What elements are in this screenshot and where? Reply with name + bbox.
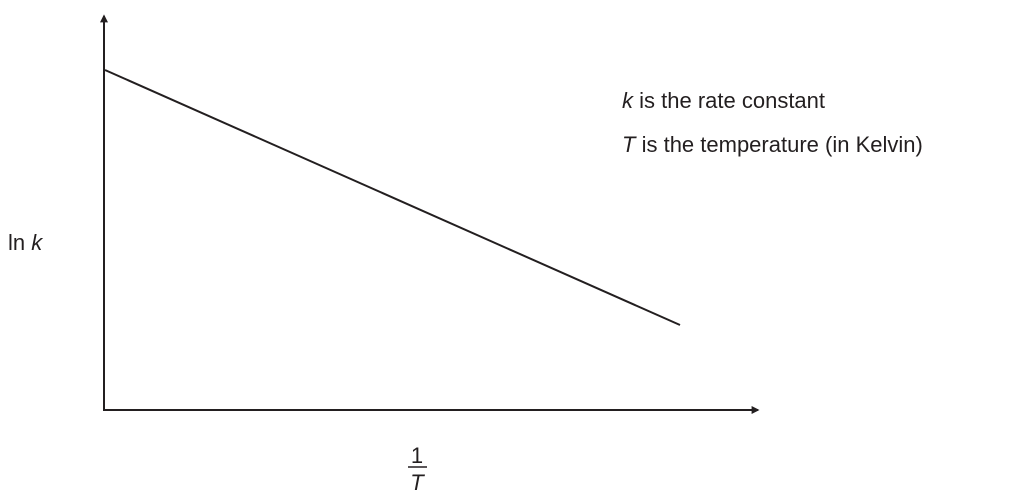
series-layer <box>104 69 681 326</box>
x-axis-label: 1 T <box>408 443 427 495</box>
x-axis-label-numerator: 1 <box>411 443 423 468</box>
series-line-0 <box>104 69 681 326</box>
annotation-rate-constant-text: is the rate constant <box>639 88 825 113</box>
y-axis-label: ln k <box>8 230 43 255</box>
annotation-temperature-text: is the temperature (in Kelvin) <box>642 132 923 157</box>
y-axis-label-prefix: ln <box>8 230 25 255</box>
annotation-temperature-variable: T <box>622 132 637 157</box>
annotation-temperature: T is the temperature (in Kelvin) <box>622 132 923 157</box>
annotation-rate-constant-variable: k <box>622 88 634 113</box>
annotation-rate-constant: k is the rate constant <box>622 88 825 113</box>
x-axis-label-denominator: T <box>410 470 425 495</box>
y-axis-label-variable: k <box>31 230 43 255</box>
